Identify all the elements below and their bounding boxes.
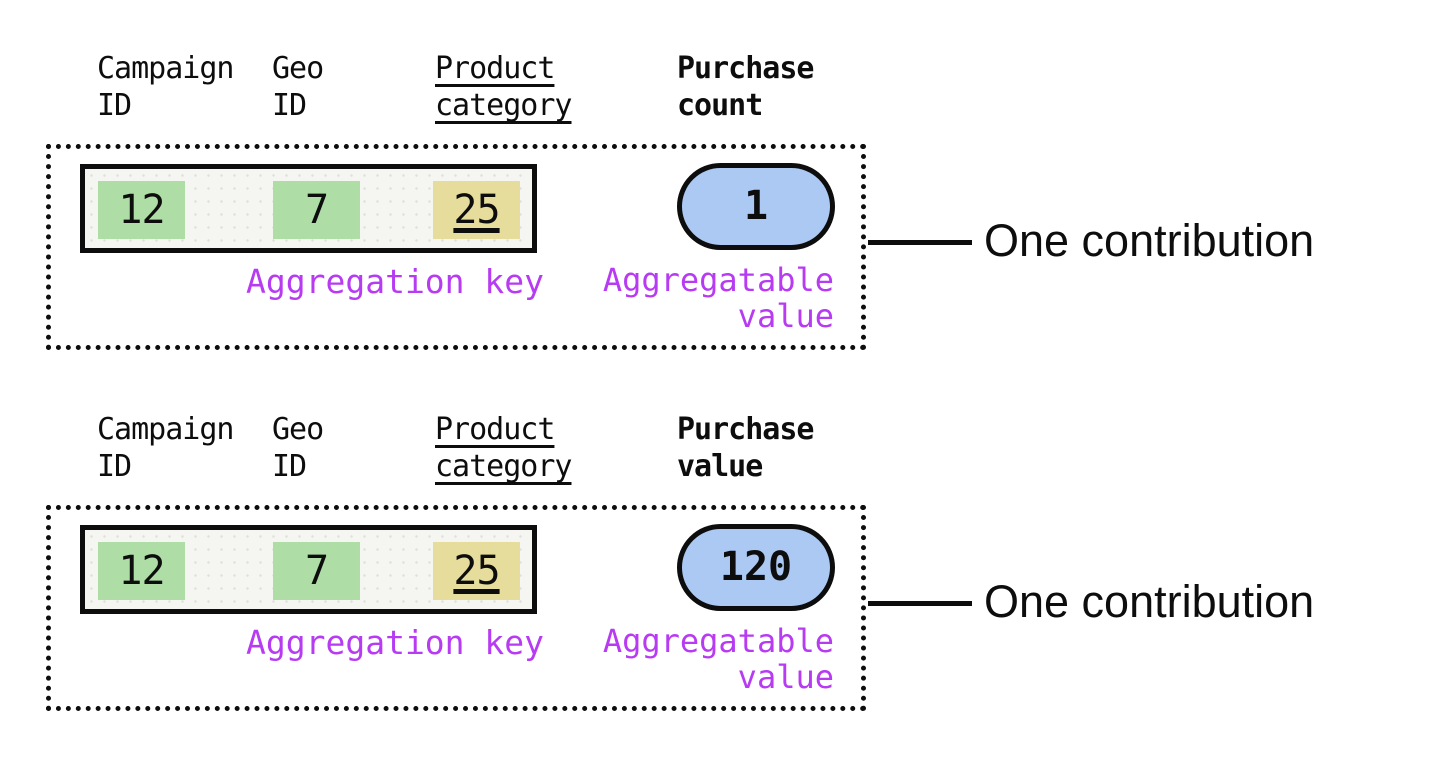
column-header-product-category: Product category: [435, 412, 572, 484]
aggregatable-value-pill: 1: [677, 163, 835, 250]
column-header-geo-id: Geo ID: [272, 51, 324, 123]
campaign-id-cell: 12: [98, 181, 185, 239]
contribution-purchase-count: Campaign ID Geo ID Product category Purc…: [0, 0, 1442, 360]
contribution-boundary: [46, 505, 866, 711]
column-header-product-category: Product category: [435, 51, 572, 123]
callout-connector-line: [868, 240, 972, 245]
aggregation-key-label: Aggregation key: [246, 623, 545, 662]
aggregation-key-label: Aggregation key: [246, 262, 545, 301]
callout-connector-line: [868, 601, 972, 606]
geo-id-cell: 7: [273, 181, 360, 239]
one-contribution-callout: One contribution: [984, 215, 1315, 266]
aggregatable-value-pill: 120: [677, 524, 835, 611]
column-header-campaign-id: Campaign ID: [97, 51, 234, 123]
one-contribution-callout: One contribution: [984, 576, 1315, 627]
geo-id-cell: 7: [273, 542, 360, 600]
product-category-cell: 25: [433, 542, 520, 600]
column-header-geo-id: Geo ID: [272, 412, 324, 484]
campaign-id-cell: 12: [98, 542, 185, 600]
column-header-purchase-count: Purchase count: [677, 51, 814, 123]
aggregatable-value-label: Aggregatable value: [602, 261, 834, 335]
column-header-campaign-id: Campaign ID: [97, 412, 234, 484]
contribution-boundary: [46, 144, 866, 350]
aggregatable-value-label: Aggregatable value: [602, 622, 834, 696]
column-header-purchase-value: Purchase value: [677, 412, 814, 484]
product-category-cell: 25: [433, 181, 520, 239]
contribution-purchase-value: Campaign ID Geo ID Product category Purc…: [0, 361, 1442, 721]
